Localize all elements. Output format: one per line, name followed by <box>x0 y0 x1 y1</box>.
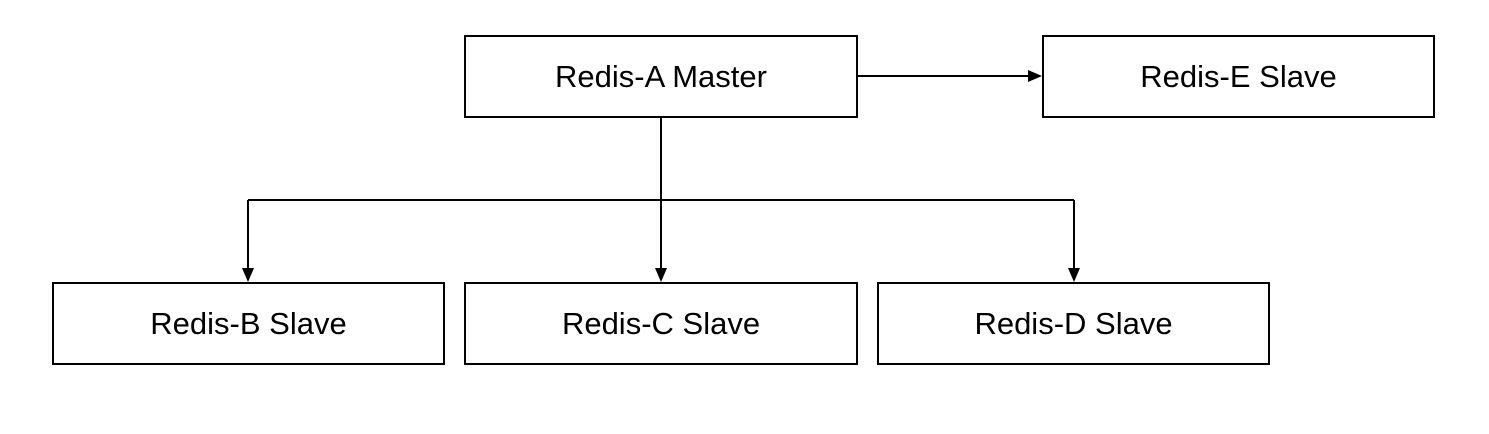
slave-c-node: Redis-C Slave <box>464 282 858 365</box>
slave-d-node: Redis-D Slave <box>877 282 1270 365</box>
slave-e-node-label: Redis-E Slave <box>1140 59 1337 94</box>
slave-b-node: Redis-B Slave <box>52 282 445 365</box>
master-node-label: Redis-A Master <box>555 59 767 94</box>
slave-e-node: Redis-E Slave <box>1042 35 1435 118</box>
slave-d-node-label: Redis-D Slave <box>974 306 1173 341</box>
master-node: Redis-A Master <box>464 35 858 118</box>
slave-c-node-label: Redis-C Slave <box>561 306 761 341</box>
slave-b-node-label: Redis-B Slave <box>150 306 347 341</box>
